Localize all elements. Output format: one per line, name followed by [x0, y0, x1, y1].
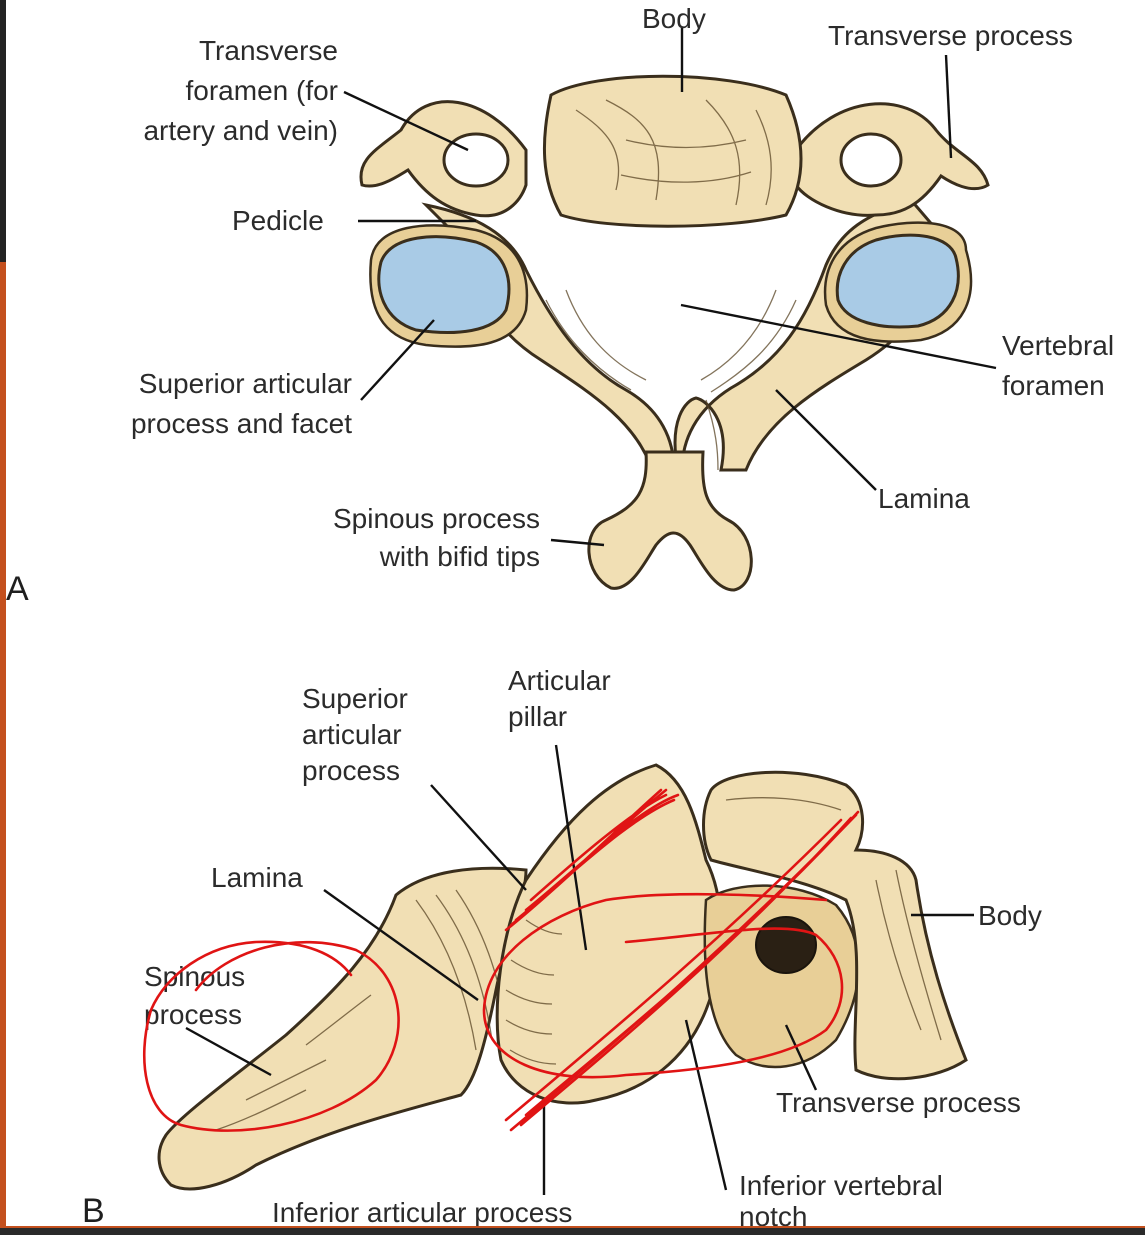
label-transverse-foramen-line-3: artery and vein)	[143, 115, 338, 146]
label-superior-articular-b-line-3: process	[302, 755, 400, 786]
label-articular-pillar-line-1: Articular	[508, 665, 611, 696]
label-transverse-foramen-line-2: foramen (for	[186, 75, 339, 106]
label-superior-articular-b-line-1: Superior	[302, 683, 408, 714]
transverse-process-lateral	[705, 886, 859, 1067]
leader-spinous-process-b	[186, 1028, 271, 1075]
label-body-a: Body	[642, 3, 706, 34]
leader-inferior-vertebral-notch	[686, 1020, 726, 1190]
label-lamina-a: Lamina	[878, 483, 970, 514]
label-vertebral-foramen-line-1: Vertebral	[1002, 330, 1114, 361]
label-spinous-process-b-line-1: Spinous	[144, 961, 245, 992]
label-superior-articular-b-line-2: articular	[302, 719, 402, 750]
leader-lamina-a	[776, 390, 876, 490]
left-transverse-foramen	[444, 134, 508, 186]
anatomy-figure: Body Transverse process Transverse foram…	[6, 0, 1145, 1226]
label-spinous-process-a-line-1: Spinous process	[333, 503, 540, 534]
slide-bottom-strip	[0, 1228, 1145, 1235]
label-inferior-articular: Inferior articular process	[272, 1197, 572, 1226]
label-spinous-process-a-line-2: with bifid tips	[379, 541, 540, 572]
panel-letter-a: A	[6, 570, 29, 608]
transverse-foramen-lateral	[756, 917, 816, 973]
label-inferior-vertebral-notch-line-1: Inferior vertebral	[739, 1170, 943, 1201]
label-superior-articular-a-line-1: Superior articular	[139, 368, 352, 399]
label-body-b: Body	[978, 900, 1042, 931]
right-transverse-foramen	[841, 134, 901, 186]
label-vertebral-foramen-line-2: foramen	[1002, 370, 1105, 401]
label-articular-pillar-line-2: pillar	[508, 701, 567, 732]
vertebra-diagram: Body Transverse process Transverse foram…	[6, 0, 1145, 1226]
label-transverse-foramen-line-1: Transverse	[199, 35, 338, 66]
label-spinous-process-b-line-2: process	[144, 999, 242, 1030]
label-lamina-b: Lamina	[211, 862, 303, 893]
spinous-process-bifid	[589, 452, 751, 590]
vertebral-body	[544, 76, 801, 226]
label-inferior-vertebral-notch-line-2: notch	[739, 1201, 808, 1226]
label-transverse-process-a: Transverse process	[828, 20, 1073, 51]
panel-letter-b: B	[82, 1192, 105, 1226]
label-pedicle: Pedicle	[232, 205, 324, 236]
label-transverse-process-b: Transverse process	[776, 1087, 1021, 1118]
label-superior-articular-a-line-2: process and facet	[131, 408, 352, 439]
left-articular-facet	[379, 237, 509, 333]
